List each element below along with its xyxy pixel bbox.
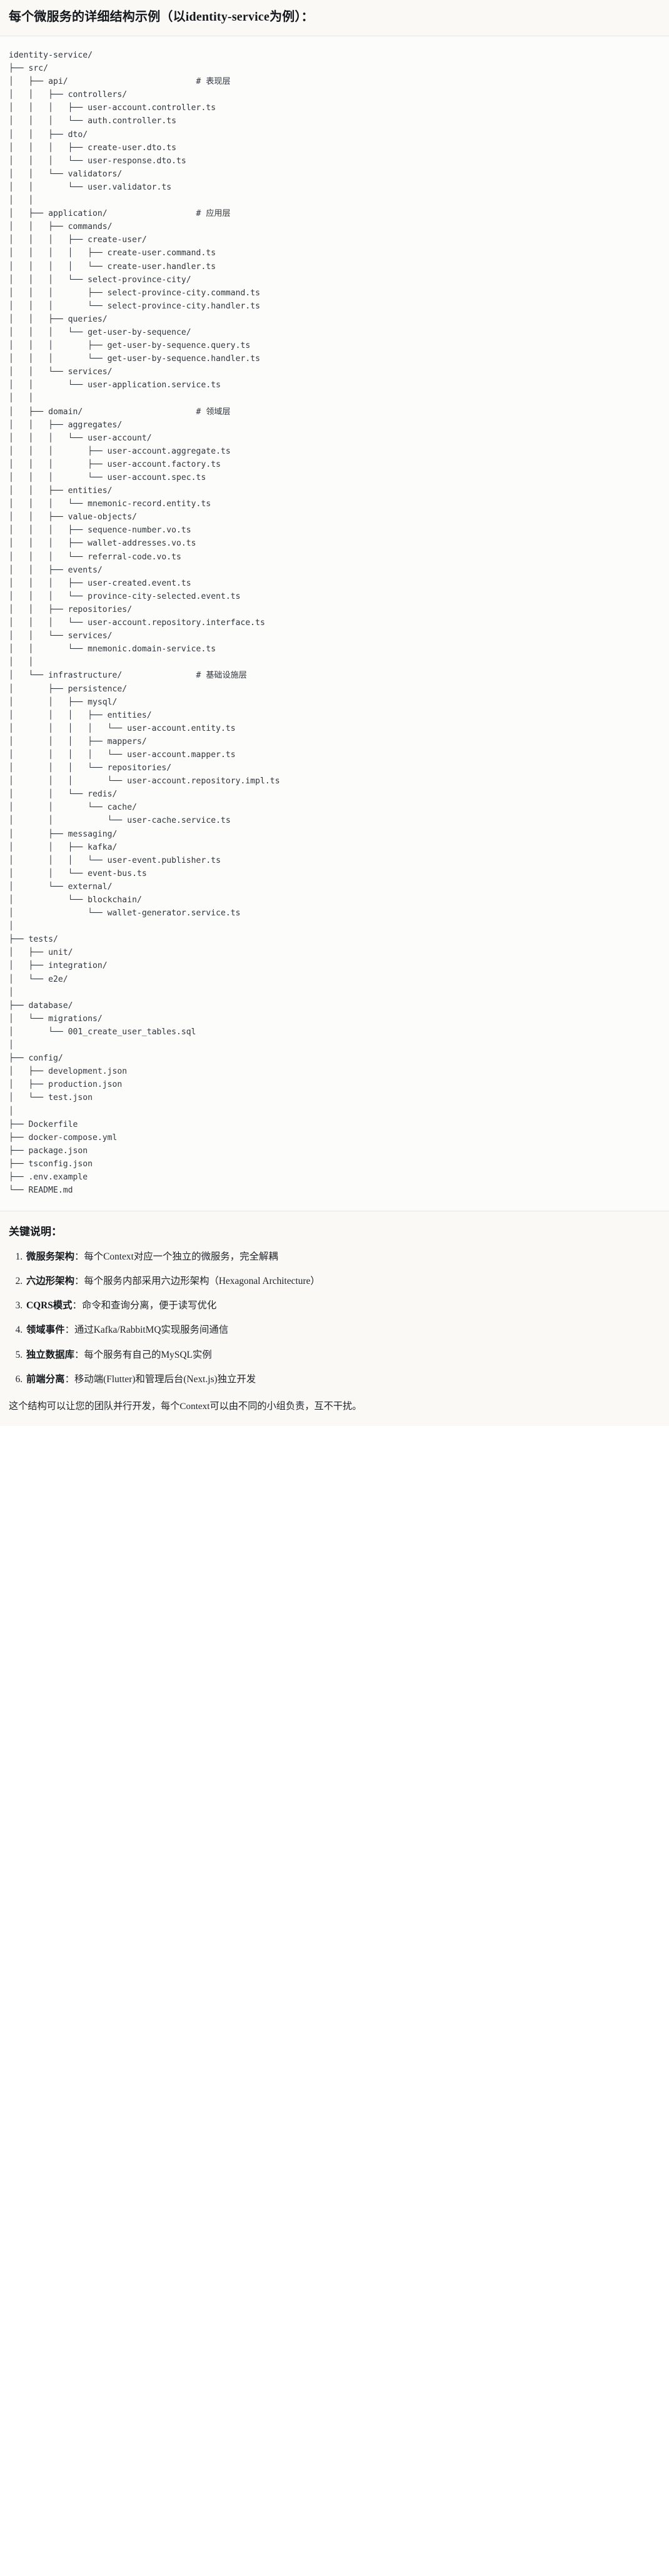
key-notes-list: 微服务架构：每个Context对应一个独立的微服务，完全解耦 六边形架构：每个服… <box>9 1250 660 1387</box>
directory-tree-block: identity-service/ ├── src/ │ ├── api/ # … <box>0 36 669 1212</box>
note-body: 命令和查询分离，便于读写优化 <box>81 1300 217 1311</box>
note-separator: ： <box>74 1251 84 1263</box>
note-separator: ： <box>74 1349 84 1360</box>
list-item: 微服务架构：每个Context对应一个独立的微服务，完全解耦 <box>25 1250 660 1264</box>
closing-paragraph: 这个结构可以让您的团队并行开发，每个Context可以由不同的小组负责，互不干扰… <box>9 1400 362 1412</box>
note-term: 独立数据库 <box>26 1349 74 1360</box>
note-term: 六边形架构 <box>26 1276 74 1287</box>
directory-tree: identity-service/ ├── src/ │ ├── api/ # … <box>9 51 280 1196</box>
document-page: 每个微服务的详细结构示例（以identity-service为例）： ident… <box>0 0 669 1426</box>
note-body: 每个服务内部采用六边形架构（Hexagonal Architecture） <box>84 1276 320 1287</box>
note-separator: ： <box>72 1300 82 1311</box>
note-separator: ： <box>64 1373 74 1385</box>
list-item: 前端分离：移动端(Flutter)和管理后台(Next.js)独立开发 <box>25 1372 660 1387</box>
note-term: 微服务架构 <box>26 1251 74 1263</box>
list-item: CQRS模式：命令和查询分离，便于读写优化 <box>25 1298 660 1313</box>
key-notes-title: 关键说明： <box>9 1226 62 1238</box>
note-separator: ： <box>64 1325 74 1336</box>
note-term: 领域事件 <box>26 1325 65 1336</box>
page-title: 每个微服务的详细结构示例（以identity-service为例）： <box>9 10 314 24</box>
list-item: 独立数据库：每个服务有自己的MySQL实例 <box>25 1348 660 1362</box>
note-separator: ： <box>74 1276 84 1287</box>
note-term: 前端分离 <box>26 1373 65 1385</box>
note-term: CQRS模式 <box>26 1300 73 1311</box>
note-body: 通过Kafka/RabbitMQ实现服务间通信 <box>74 1325 229 1336</box>
heading-section: 每个微服务的详细结构示例（以identity-service为例）： <box>0 0 669 36</box>
note-body: 每个Context对应一个独立的微服务，完全解耦 <box>84 1251 278 1263</box>
key-notes-section: 关键说明： 微服务架构：每个Context对应一个独立的微服务，完全解耦 六边形… <box>0 1211 669 1427</box>
note-body: 每个服务有自己的MySQL实例 <box>84 1349 212 1360</box>
list-item: 六边形架构：每个服务内部采用六边形架构（Hexagonal Architectu… <box>25 1274 660 1288</box>
list-item: 领域事件：通过Kafka/RabbitMQ实现服务间通信 <box>25 1323 660 1337</box>
note-body: 移动端(Flutter)和管理后台(Next.js)独立开发 <box>74 1373 256 1385</box>
